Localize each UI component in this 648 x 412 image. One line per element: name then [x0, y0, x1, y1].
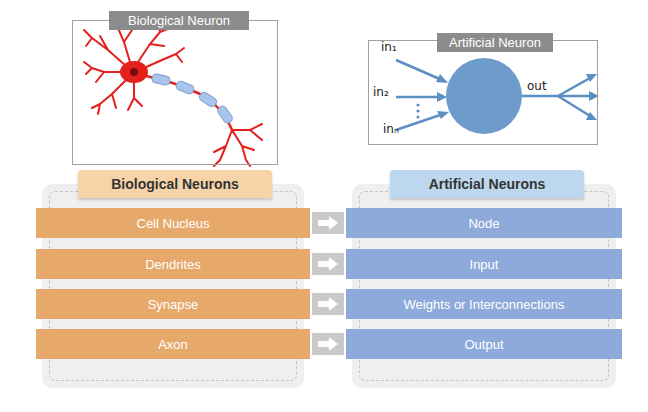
mapping-arrow — [312, 333, 344, 355]
cell-body — [120, 61, 148, 83]
term-text: Axon — [158, 337, 188, 352]
arrow-head — [329, 297, 338, 311]
arrow-band — [312, 253, 344, 275]
signal-label: inₙ — [383, 122, 399, 136]
image-frame: Biological Neuron — [72, 20, 278, 165]
arrow-head — [329, 337, 338, 351]
arrow-shaft — [318, 261, 330, 267]
signal-label: in₁ — [381, 40, 397, 54]
term-bar: Output — [346, 329, 622, 359]
arrow-shaft — [318, 220, 330, 226]
arrow-band — [312, 333, 344, 355]
title-tab: Biological Neuron — [109, 11, 249, 30]
image-frame: Artificial Neuron — [368, 40, 598, 145]
mapping-arrow — [312, 293, 344, 315]
arrow-band — [312, 293, 344, 315]
biological-neuron-drawing — [84, 20, 262, 166]
term-text: Node — [468, 216, 499, 231]
signal-label: out — [527, 79, 547, 93]
term-bar: Synapse — [36, 289, 310, 319]
term-bar: Dendrites — [36, 249, 310, 279]
term-bar: Node — [346, 208, 622, 238]
artificial-neuron-drawing — [396, 58, 599, 134]
term-text: Input — [470, 257, 499, 272]
mapping-arrow — [312, 212, 344, 234]
neuron-circle — [446, 58, 522, 134]
term-bar: Cell Nucleus — [36, 208, 310, 238]
term-text: Synapse — [148, 297, 199, 312]
header-tab: Biological Neurons — [78, 170, 272, 198]
term-text: Dendrites — [145, 257, 201, 272]
group-panel: Biological NeuronsCell NucleusDendritesS… — [42, 184, 304, 388]
term-text: Weights or Interconnections — [404, 297, 565, 312]
term-bar: Axon — [36, 329, 310, 359]
cell-nucleus-dot — [130, 68, 138, 76]
title-tab: Artificial Neuron — [437, 33, 553, 52]
term-text: Cell Nucleus — [137, 216, 210, 231]
arrow-shaft — [318, 341, 330, 347]
group-panel: Artificial NeuronsNodeInputWeights or In… — [352, 184, 616, 388]
mapping-arrow — [312, 253, 344, 275]
myelin-sheath — [151, 73, 234, 124]
term-text: Output — [464, 337, 503, 352]
term-bar: Weights or Interconnections — [346, 289, 622, 319]
arrow-shaft — [318, 301, 330, 307]
signal-label: in₂ — [373, 85, 389, 99]
arrow-head — [329, 257, 338, 271]
arrow-band — [312, 212, 344, 234]
term-bar: Input — [346, 249, 622, 279]
arrow-head — [329, 216, 338, 230]
header-tab: Artificial Neurons — [390, 170, 584, 198]
